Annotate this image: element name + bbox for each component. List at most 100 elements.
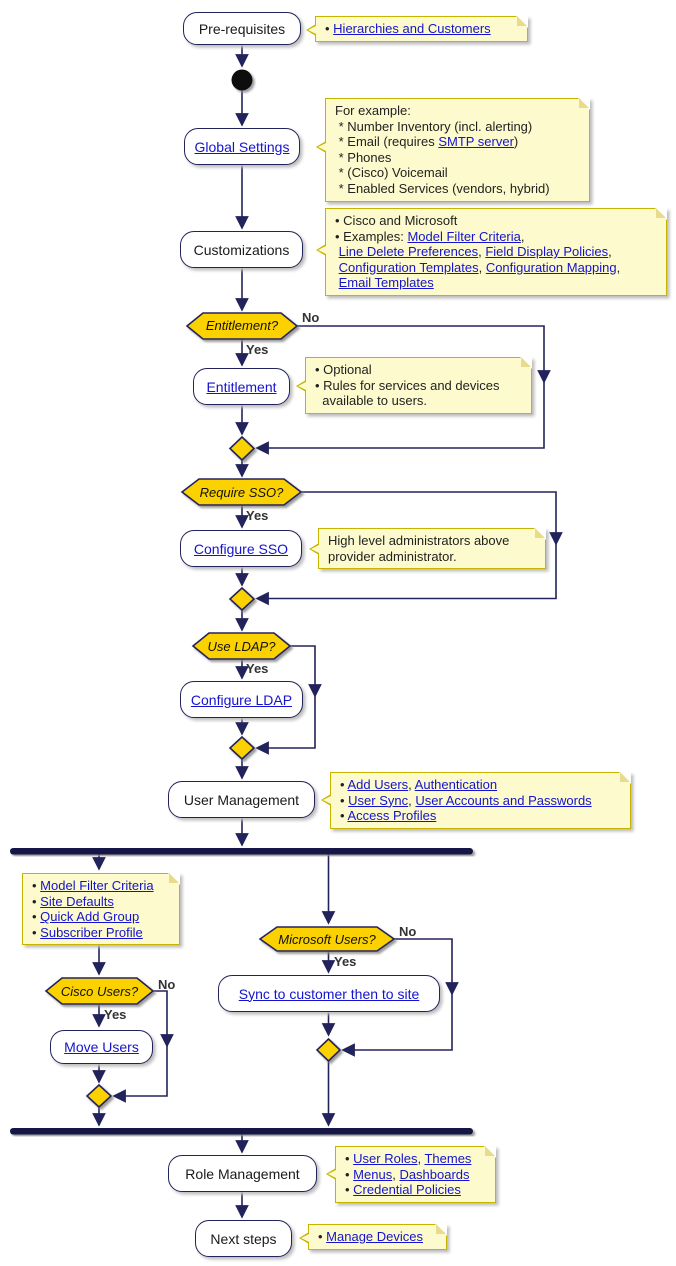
note-link[interactable]: Subscriber Profile xyxy=(40,924,143,940)
note-link[interactable]: Menus xyxy=(353,1166,393,1182)
note-text: • xyxy=(32,878,41,893)
note-fold xyxy=(535,528,545,538)
note-link[interactable]: Add Users xyxy=(347,777,409,792)
note-tail xyxy=(316,141,326,153)
note-link[interactable]: Field Display Policies xyxy=(485,244,609,260)
note-prerequisites: • Hierarchies and Customers xyxy=(306,16,528,42)
note-text: • Rules for services and devices xyxy=(315,377,500,393)
note-text: , xyxy=(408,777,415,792)
decision-microsoft-users: Microsoft Users? xyxy=(278,932,376,947)
note-fold xyxy=(620,772,630,782)
activity-configure-ldap: Configure LDAP xyxy=(180,681,303,718)
sync-to-site-link[interactable]: Sync to customer then to site xyxy=(238,985,420,1002)
note-text: • xyxy=(340,792,349,808)
note-fold xyxy=(656,208,666,218)
branch-yes-cisco: Yes xyxy=(104,1007,127,1022)
note-link[interactable]: Hierarchies and Customers xyxy=(333,21,491,36)
note-text: * Email (requires xyxy=(335,134,439,150)
note-text: , xyxy=(608,244,612,260)
activity-label: Pre-requisites xyxy=(198,20,286,37)
note-text: , xyxy=(478,244,486,260)
note-link[interactable]: Access Profiles xyxy=(347,808,437,824)
activity-prerequisites: Pre-requisites xyxy=(183,12,301,45)
merge-diamond xyxy=(315,1037,342,1063)
note-text: • Optional xyxy=(315,362,372,377)
activity-move-users: Move Users xyxy=(50,1030,153,1064)
note-link[interactable]: User Sync xyxy=(348,792,409,808)
merge-diamond xyxy=(228,735,256,761)
note-fold xyxy=(521,357,531,367)
note-role-management: • User Roles, Themes• Menus, Dashboards•… xyxy=(326,1146,496,1203)
activity-next-steps: Next steps xyxy=(195,1220,292,1257)
decision-use-ldap: Use LDAP? xyxy=(207,639,276,654)
note-tail xyxy=(309,543,319,555)
note-global-settings: For example: * Number Inventory (incl. a… xyxy=(316,98,590,202)
note-tail xyxy=(299,1232,309,1244)
activity-label: Next steps xyxy=(210,1230,277,1247)
merge-diamond xyxy=(228,586,256,612)
activity-customizations: Customizations xyxy=(180,231,303,268)
note-link[interactable]: SMTP server xyxy=(438,134,514,150)
note-link[interactable]: Model Filter Criteria xyxy=(40,878,154,893)
branch-yes-ldap: Yes xyxy=(246,661,269,676)
decision-shape-require-sso xyxy=(180,478,303,506)
note-link[interactable]: User Accounts and Passwords xyxy=(415,792,592,808)
note-customizations: • Cisco and Microsoft• Examples: Model F… xyxy=(316,208,667,296)
activity-user-management: User Management xyxy=(168,781,315,818)
decision-shape-microsoft-users xyxy=(258,926,396,952)
activity-global-settings: Global Settings xyxy=(184,128,300,165)
note-link[interactable]: Line Delete Preferences xyxy=(338,244,479,260)
note-user-management: • Add Users, Authentication• User Sync, … xyxy=(321,772,631,829)
note-text: * Phones xyxy=(335,149,392,165)
note-link[interactable]: Authentication xyxy=(414,777,498,792)
configure-ldap-link[interactable]: Configure LDAP xyxy=(190,691,293,708)
note-fold xyxy=(517,16,527,26)
note-text: ) xyxy=(513,134,519,150)
branch-yes-entitlement: Yes xyxy=(246,342,269,357)
note-link[interactable]: Model Filter Criteria xyxy=(407,228,521,244)
note-fold xyxy=(169,873,179,883)
note-text: • Examples: xyxy=(335,228,408,244)
activity-entitlement: Entitlement xyxy=(193,368,290,405)
move-users-link[interactable]: Move Users xyxy=(64,1039,139,1055)
note-link[interactable]: Themes xyxy=(424,1151,472,1166)
note-text: available to users. xyxy=(315,393,428,409)
note-next-steps: • Manage Devices xyxy=(299,1224,447,1250)
note-text: • xyxy=(345,1151,354,1166)
note-site-setup: • Model Filter Criteria• Site Defaults• … xyxy=(22,873,180,946)
merge-diamond xyxy=(85,1083,113,1109)
note-tail xyxy=(306,24,316,36)
activity-label: User Management xyxy=(183,791,300,808)
note-tail xyxy=(316,244,326,256)
note-link[interactable]: Email Templates xyxy=(338,275,434,291)
note-text: • xyxy=(325,21,334,36)
note-link[interactable]: Manage Devices xyxy=(326,1229,423,1244)
note-link[interactable]: Quick Add Group xyxy=(40,909,140,925)
note-text: For example: xyxy=(335,103,411,118)
edge-entitlement-no xyxy=(255,325,545,455)
activity-label: Role Management xyxy=(185,1165,300,1182)
note-text: * Enabled Services (vendors, hybrid) xyxy=(335,180,550,196)
configure-sso-link[interactable]: Configure SSO xyxy=(193,540,289,557)
note-link[interactable]: Configuration Mapping xyxy=(485,259,617,275)
global-settings-link[interactable]: Global Settings xyxy=(194,138,290,155)
note-link[interactable]: Configuration Templates xyxy=(338,259,479,275)
decision-entitlement: Entitlement? xyxy=(205,318,279,333)
note-text: High level administrators above xyxy=(328,533,510,548)
note-link[interactable]: Site Defaults xyxy=(40,893,114,909)
note-tail xyxy=(296,380,306,392)
decision-cisco-users: Cisco Users? xyxy=(60,984,139,999)
entitlement-link[interactable]: Entitlement xyxy=(206,378,277,395)
note-text: • xyxy=(32,893,41,909)
note-text: • xyxy=(32,924,41,940)
note-link[interactable]: Dashboards xyxy=(399,1166,470,1182)
note-link[interactable]: User Roles xyxy=(353,1151,418,1166)
note-text: • xyxy=(340,777,348,792)
note-text: • xyxy=(318,1229,327,1244)
note-link[interactable]: Credential Policies xyxy=(353,1182,461,1198)
decision-shape-use-ldap xyxy=(191,632,292,660)
note-text: , xyxy=(520,228,525,244)
note-text: , xyxy=(408,792,416,808)
